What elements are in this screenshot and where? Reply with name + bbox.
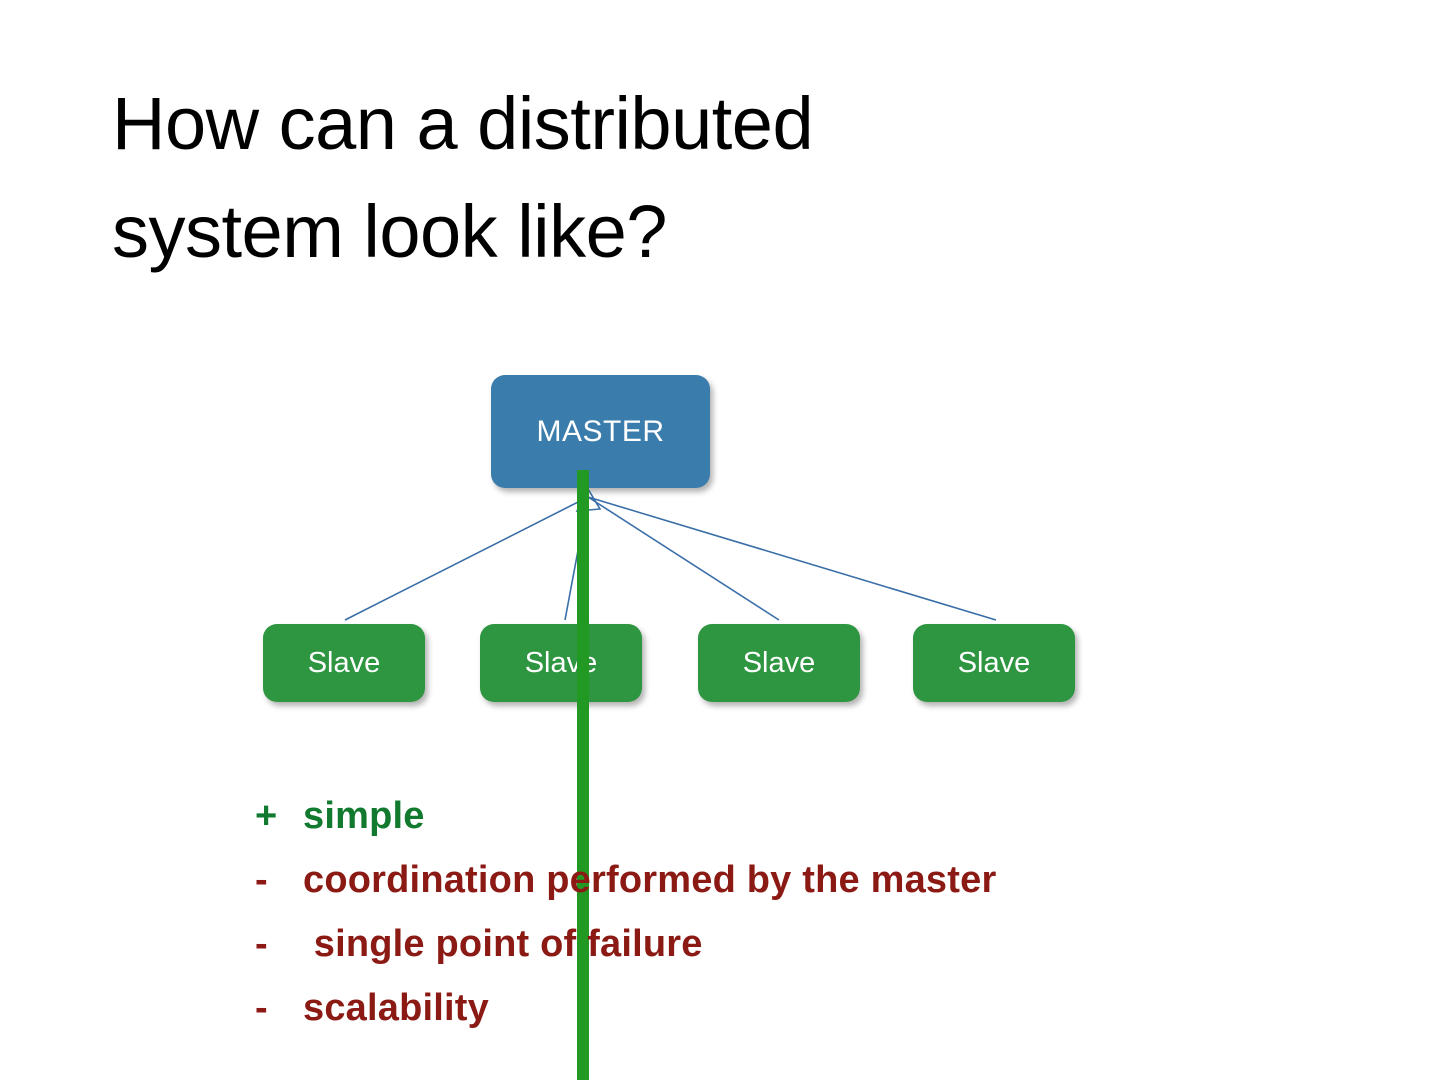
slave-node-1[interactable]: Slave xyxy=(263,624,425,702)
master-node-label: MASTER xyxy=(536,414,665,448)
bullet-text: coordination performed by the master xyxy=(303,859,997,901)
bullet-marker-minus: - xyxy=(255,859,268,901)
list-item: - coordination performed by the master xyxy=(255,859,1355,923)
slave-node-3[interactable]: Slave xyxy=(698,624,860,702)
pros-cons-list: + simple - coordination performed by the… xyxy=(255,795,1355,1051)
green-vertical-bar xyxy=(577,470,589,1080)
connector-line-4 xyxy=(587,496,997,621)
bullet-text: simple xyxy=(303,795,425,837)
list-item: - scalability xyxy=(255,987,1355,1051)
bullet-marker-minus: - xyxy=(255,987,268,1029)
bullet-marker-minus: - xyxy=(255,923,268,965)
slave-node-label: Slave xyxy=(742,646,816,679)
list-item: + simple xyxy=(255,795,1355,859)
page-title: How can a distributed system look like? xyxy=(112,82,814,274)
connector-line-1 xyxy=(344,496,589,621)
bullet-text: single point of failure xyxy=(303,923,703,965)
list-item: - single point of failure xyxy=(255,923,1355,987)
slave-node-4[interactable]: Slave xyxy=(913,624,1075,702)
connector-line-3 xyxy=(587,496,780,621)
master-node[interactable]: MASTER xyxy=(491,375,710,488)
slave-node-label: Slave xyxy=(957,646,1031,679)
slave-node-label: Slave xyxy=(307,646,381,679)
slave-node-2[interactable]: Slave xyxy=(480,624,642,702)
bullet-text: scalability xyxy=(303,987,489,1029)
bullet-marker-plus: + xyxy=(255,795,278,837)
